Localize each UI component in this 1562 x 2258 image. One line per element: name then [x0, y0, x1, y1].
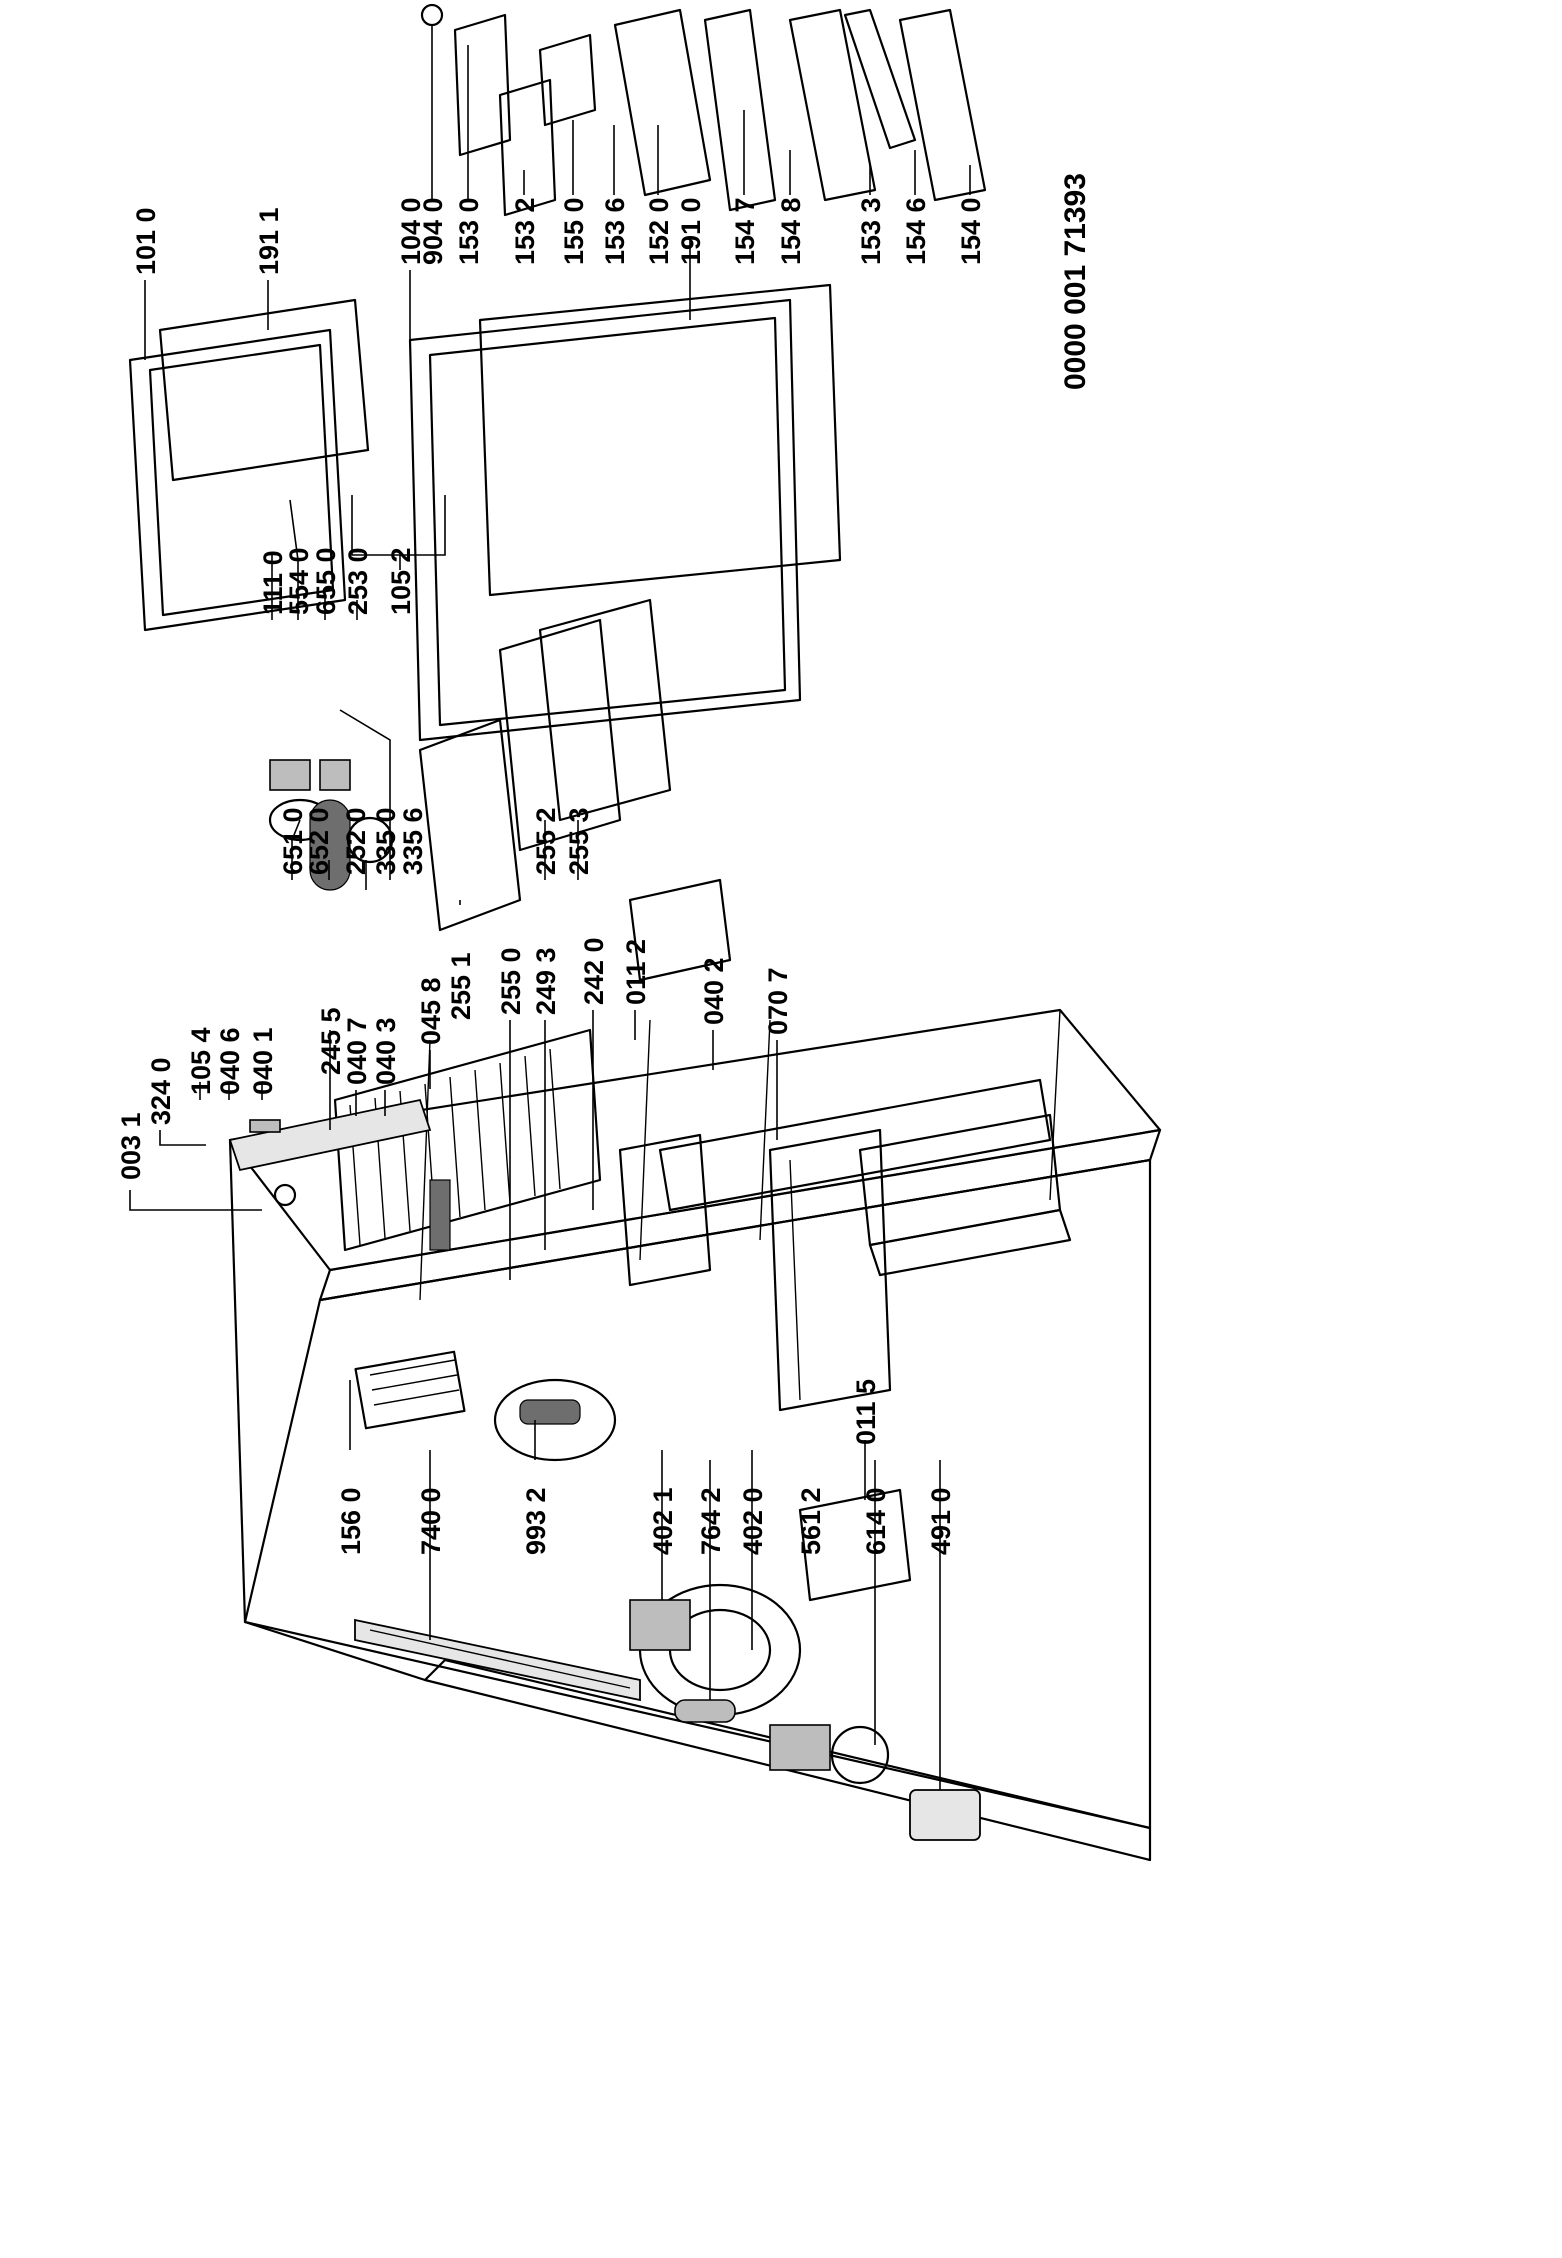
hinge-brackets-011	[628, 878, 912, 1602]
callout-152-0: 152 0	[644, 197, 674, 265]
callout-740-0: 740 0	[416, 1487, 446, 1555]
door-gasket-191-0	[478, 283, 842, 597]
front-grille-740	[354, 1618, 641, 1702]
cabinet-shelf-rails	[429, 1078, 1052, 1287]
callout-255-2: 255 2	[531, 807, 561, 875]
callout-335-6: 335 6	[398, 807, 428, 875]
door-104	[408, 298, 802, 742]
door-101	[128, 328, 347, 632]
callout-040-7: 040 7	[342, 1017, 372, 1085]
callout-652-0: 652 0	[304, 807, 334, 875]
callout-904-0: 904 0	[418, 197, 448, 265]
callout-011-2: 011 2	[621, 939, 651, 1005]
callout-040-2: 040 2	[699, 957, 729, 1025]
ice-tray-156	[354, 1350, 466, 1430]
bottom-plinth-070	[768, 1128, 892, 1412]
glass-shelves-255	[418, 598, 672, 932]
callout-045-8: 045 8	[416, 977, 446, 1045]
callout-101-0: 101 0	[131, 207, 161, 275]
callout-993-2: 993 2	[521, 1487, 551, 1555]
callout-011-5: 011 5	[851, 1379, 881, 1445]
callout-153-6: 153 6	[600, 197, 630, 265]
callout-249-3: 249 3	[531, 947, 561, 1015]
callout-191-1: 191 1	[254, 207, 284, 275]
callout-255-0: 255 0	[496, 947, 526, 1015]
callout-105-2: 105 2	[386, 547, 416, 615]
callout-242-0: 242 0	[579, 937, 609, 1005]
callout-070-7: 070 7	[763, 967, 793, 1035]
top-cover-strip	[228, 1098, 432, 1172]
callout-655-0: 655 0	[311, 547, 341, 615]
callout-156-0: 156 0	[336, 1487, 366, 1555]
callout-651-0: 651 0	[278, 807, 308, 875]
crisper-drawer-in-cabinet	[858, 1113, 1072, 1277]
electrical-parts	[769, 1724, 981, 1841]
callout-153-3: 153 3	[856, 197, 886, 265]
refrigerator-cabinet	[228, 1008, 1162, 1862]
thermostat-and-lamp-assembly	[268, 759, 394, 1207]
callout-154-0: 154 0	[956, 197, 986, 265]
filter-drier-764	[674, 1699, 736, 1723]
callout-324-0: 324 0	[146, 1057, 176, 1125]
callout-154-7: 154 7	[730, 197, 760, 265]
callout-253-0: 253 0	[343, 547, 373, 615]
door-gasket-191-1	[158, 298, 370, 482]
leader-lines	[129, 25, 971, 1790]
callout-153-2: 153 2	[510, 197, 540, 265]
thermostat-housing-detail	[493, 1378, 617, 1462]
callout-040-3: 040 3	[371, 1017, 401, 1085]
callout-561-2: 561 2	[796, 1487, 826, 1555]
document-id: 0000 001 71393	[1059, 173, 1092, 390]
door-bins	[420, 3, 987, 217]
callout-154-6: 154 6	[901, 197, 931, 265]
callout-614-0: 614 0	[861, 1487, 891, 1555]
callout-104-0: 104 0	[396, 197, 426, 265]
callout-764-2: 764 2	[696, 1487, 726, 1555]
callout-402-0: 402 0	[738, 1487, 768, 1555]
callout-111-0: 111 0	[258, 550, 288, 615]
callout-153-0: 153 0	[454, 197, 484, 265]
callout-491-0: 491 0	[926, 1487, 956, 1555]
callout-255-1: 255 1	[446, 952, 476, 1020]
callout-252-0: 252 0	[341, 807, 371, 875]
callout-402-1: 402 1	[648, 1487, 678, 1555]
callout-155-0: 155 0	[559, 197, 589, 265]
callout-003-1: 003 1	[116, 1112, 146, 1180]
callout-191-0: 191 0	[676, 197, 706, 265]
callout-255-3: 255 3	[564, 807, 594, 875]
callout-105-4: 105 4	[186, 1027, 216, 1095]
callout-335-0: 335 0	[371, 807, 401, 875]
callout-154-8: 154 8	[776, 197, 806, 265]
callout-labels: 003 1 324 0 105 4 040 6 040 1 245 5 040 …	[116, 173, 1092, 1555]
callout-245-5: 245 5	[316, 1007, 346, 1075]
callout-040-1: 040 1	[248, 1027, 278, 1095]
callout-554-0: 554 0	[284, 547, 314, 615]
compressor-402	[629, 1583, 802, 1717]
callout-040-6: 040 6	[215, 1027, 245, 1095]
